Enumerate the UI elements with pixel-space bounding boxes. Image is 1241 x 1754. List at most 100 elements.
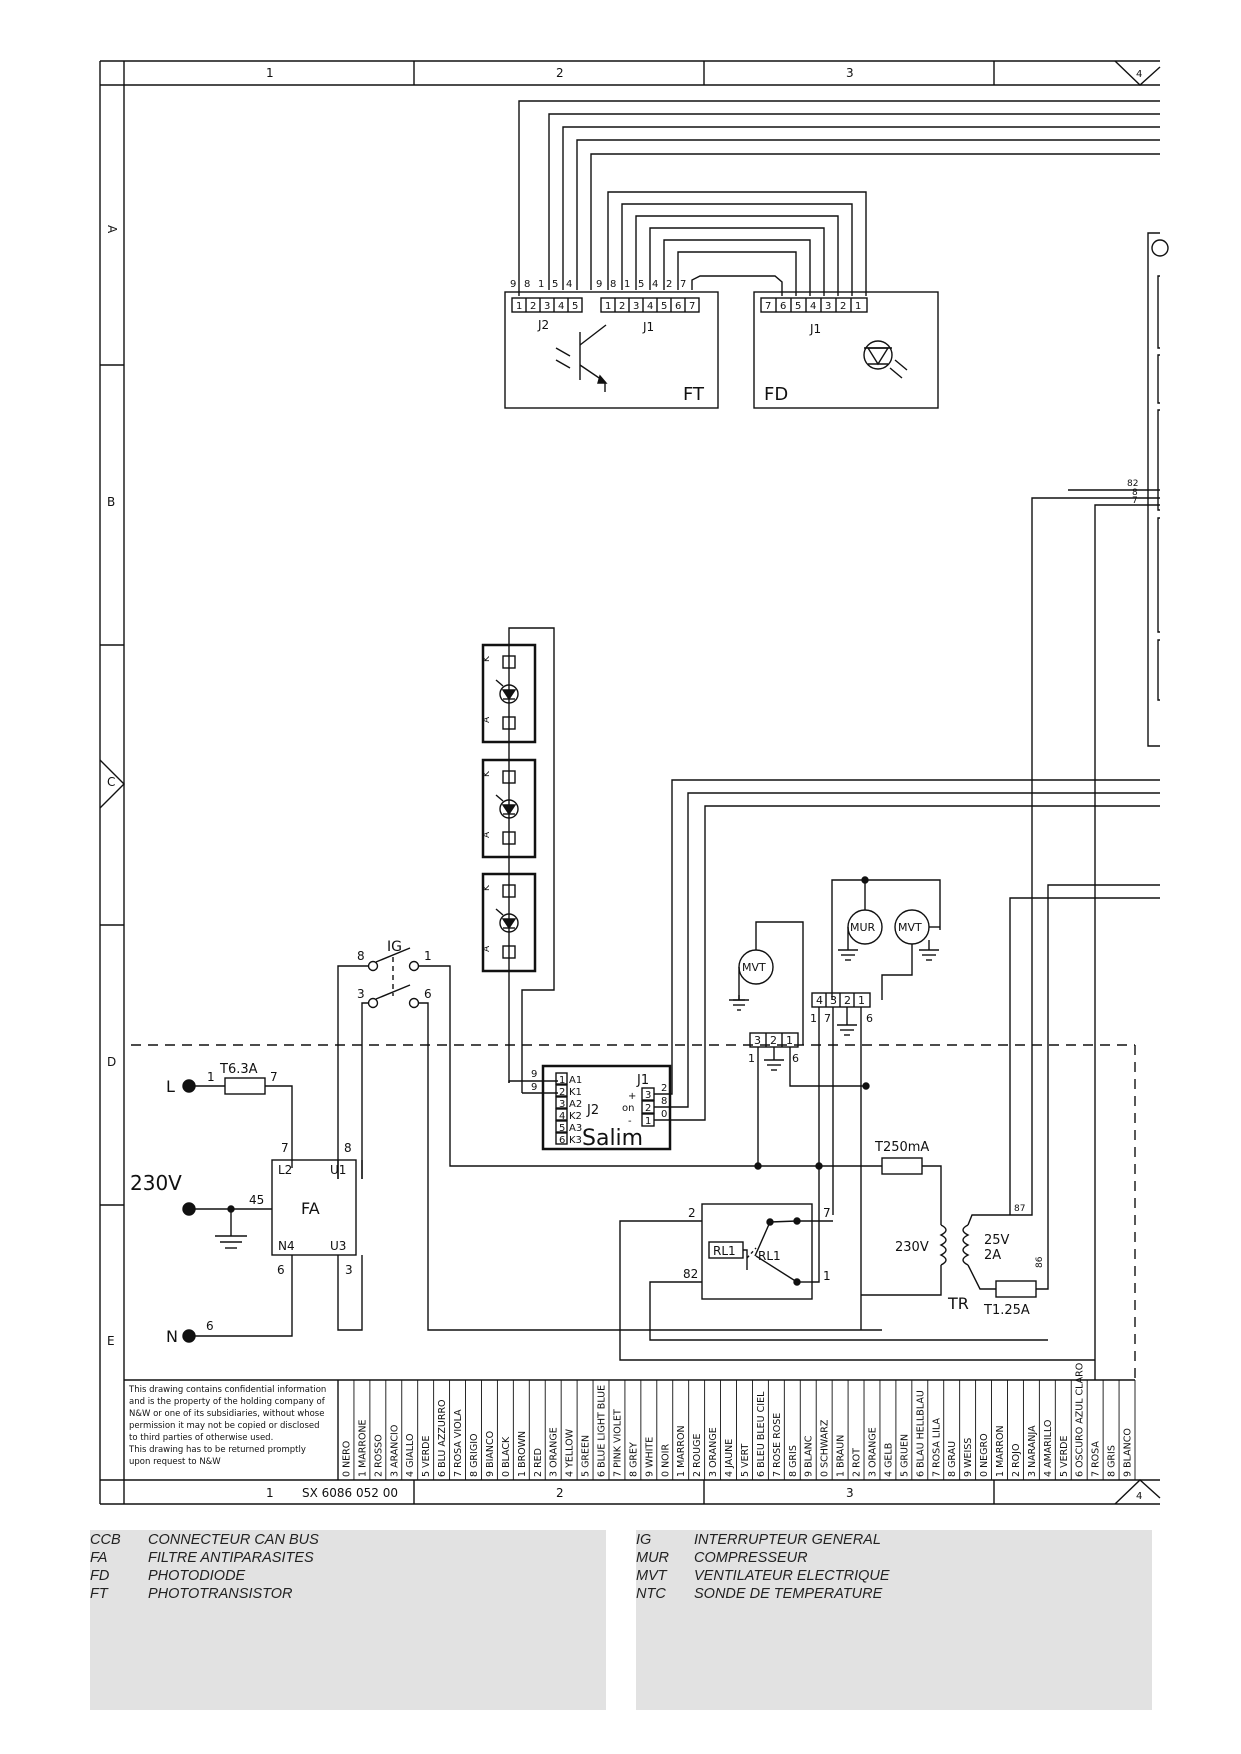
relay-contact-label: RL1 bbox=[758, 1249, 781, 1263]
fa-wire-7: 7 bbox=[281, 1141, 289, 1155]
mur-wire-1: 1 bbox=[810, 1012, 817, 1025]
color-code-entry: 6 BLUE LIGHT BLUE bbox=[597, 1385, 608, 1477]
fuse-t250ma bbox=[881, 1157, 923, 1175]
legend-code: MUR bbox=[636, 1550, 670, 1566]
fa-wire-8: 8 bbox=[344, 1141, 352, 1155]
color-code-entry: 9 BLANC bbox=[804, 1435, 815, 1477]
led-module-1 bbox=[481, 643, 537, 744]
color-code-entry: 2 ROSSO bbox=[373, 1434, 384, 1477]
salim-j2-pin-3: 3 bbox=[559, 1099, 565, 1110]
salim-j2-label: J2 bbox=[586, 1103, 599, 1118]
ft-j1-wire-9: 9 bbox=[596, 279, 602, 290]
tr-wire-86: 86 bbox=[1035, 1256, 1045, 1268]
color-code-entry: 3 ORANGE bbox=[549, 1427, 560, 1477]
mur-wire-7: 7 bbox=[824, 1012, 831, 1025]
notice-text: This drawing contains confidential infor… bbox=[128, 1385, 326, 1467]
color-code-entry: 7 ROSE ROSE bbox=[772, 1413, 783, 1477]
fuse-main-label: T6.3A bbox=[219, 1062, 258, 1077]
color-code-entry: 5 VERDE bbox=[421, 1436, 432, 1477]
row-label-d: D bbox=[107, 1055, 116, 1069]
fd-pin-3: 3 bbox=[825, 301, 831, 312]
supply-l-label: L bbox=[166, 1077, 175, 1096]
ft-j1-wire-5: 5 bbox=[638, 279, 644, 290]
fuse-main-wire-in: 1 bbox=[207, 1070, 215, 1084]
ft-label: FT bbox=[683, 384, 705, 405]
salim-j2-name-a2: A2 bbox=[569, 1099, 582, 1110]
legend-desc: INTERRUPTEUR GENERAL bbox=[694, 1532, 881, 1548]
salim-j1-pin-1: 1 bbox=[645, 1116, 651, 1127]
legend-desc: COMPRESSEUR bbox=[694, 1550, 808, 1566]
ft-j1-pin-5: 5 bbox=[661, 301, 667, 312]
salim-j1-pin-2: 2 bbox=[645, 1103, 651, 1114]
salim-j2-pin-2: 2 bbox=[559, 1087, 565, 1098]
color-code-entry: 2 ROT bbox=[852, 1448, 863, 1477]
salim-j2-name-k3: K3 bbox=[569, 1135, 582, 1146]
color-code-entry: 5 GRUEN bbox=[899, 1434, 910, 1477]
mur-wire-6: 6 bbox=[866, 1012, 873, 1025]
relay-wire-2: 2 bbox=[688, 1206, 696, 1220]
color-code-entry: 0 NERO bbox=[341, 1441, 352, 1477]
fd-pin-2: 2 bbox=[840, 301, 846, 312]
notice-line-2: and is the property of the holding compa… bbox=[129, 1397, 326, 1407]
fa-wire-3: 3 bbox=[345, 1263, 353, 1277]
ig-terminal-8: 8 bbox=[357, 949, 365, 963]
notice-line-3: N&W or one of its subsidiaries, without … bbox=[129, 1409, 324, 1419]
color-code-entry: 0 BLACK bbox=[501, 1436, 512, 1477]
salim-j2-name-a1: A1 bbox=[569, 1075, 582, 1086]
color-code-entry: 1 MARRONE bbox=[357, 1419, 368, 1477]
color-code-entry: 7 ROSA LILA bbox=[931, 1418, 942, 1477]
color-code-entry: 9 BLANCO bbox=[1123, 1428, 1134, 1477]
salim-j1-label: J1 bbox=[636, 1073, 649, 1088]
mvt-left-conn-3: 3 bbox=[754, 1034, 761, 1047]
fd-pin-5: 5 bbox=[795, 301, 801, 312]
fa-n4: N4 bbox=[278, 1239, 295, 1253]
salim-j2-pin-4: 4 bbox=[559, 1111, 565, 1122]
color-code-entry: 6 BLAU HELLBLAU bbox=[915, 1390, 926, 1477]
ft-j1-wire-1: 1 bbox=[624, 279, 630, 290]
color-code-entry: 2 RED bbox=[533, 1448, 544, 1477]
color-code-entry: 6 BLEU BLEU CIEL bbox=[756, 1391, 767, 1477]
color-code-entry: 4 JAUNE bbox=[724, 1439, 735, 1477]
color-code-entry: 0 NOIR bbox=[660, 1444, 671, 1477]
led1-a-label: A bbox=[482, 716, 492, 723]
salim-label: Salim bbox=[582, 1126, 643, 1151]
ft-j2-pin-4: 4 bbox=[558, 301, 564, 312]
mvt-right-label: MVT bbox=[898, 921, 922, 934]
transformer-section bbox=[754, 760, 1160, 1298]
edge-wire-7: 7 bbox=[1132, 496, 1138, 506]
edge-wire-82: 82 bbox=[1127, 479, 1138, 489]
color-code-entry: 8 GRIS bbox=[1107, 1445, 1118, 1477]
col-label-bottom-3: 3 bbox=[846, 1486, 854, 1500]
drawing-number: SX 6086 052 00 bbox=[302, 1486, 398, 1500]
ft-j1-pin-6: 6 bbox=[675, 301, 681, 312]
ft-j2-wire-4: 4 bbox=[566, 279, 572, 290]
led3-k-label: K bbox=[482, 884, 492, 891]
drawing-frame bbox=[99, 60, 1161, 1505]
color-code-entry: 3 ORANGE bbox=[867, 1427, 878, 1477]
color-code-entry: 2 ROUGE bbox=[692, 1434, 703, 1477]
relay-coil-label: RL1 bbox=[713, 1244, 736, 1258]
color-code-entry: 4 GIALLO bbox=[405, 1434, 416, 1477]
ft-j1-pin-7: 7 bbox=[689, 301, 695, 312]
led2-k-label: K bbox=[482, 770, 492, 777]
top-bus-wires bbox=[518, 100, 1160, 296]
fd-pin-4: 4 bbox=[810, 301, 816, 312]
notice-line-1: This drawing contains confidential infor… bbox=[128, 1385, 326, 1395]
notice-line-4: permission it may not be copied or discl… bbox=[129, 1421, 320, 1431]
salim-board bbox=[508, 779, 1160, 1151]
ft-j2-pin-1: 1 bbox=[516, 301, 522, 312]
ft-j2-pin-3: 3 bbox=[544, 301, 550, 312]
fd-j1-label: J1 bbox=[809, 322, 821, 336]
photodiode-fd bbox=[753, 291, 939, 409]
ft-j1-connector bbox=[600, 297, 700, 313]
fd-pin-6: 6 bbox=[780, 301, 786, 312]
legend-desc: CONNECTEUR CAN BUS bbox=[148, 1532, 319, 1548]
legend-code: IG bbox=[636, 1532, 652, 1548]
color-code-entry: 9 BIANCO bbox=[485, 1431, 496, 1477]
row-label-a: A bbox=[105, 225, 119, 234]
legend-code: MVT bbox=[636, 1568, 667, 1584]
legend-right: IG INTERRUPTEUR GENERAL MUR COMPRESSEUR … bbox=[636, 1530, 1152, 1710]
ft-j2-pin-2: 2 bbox=[530, 301, 536, 312]
relay-rl1 bbox=[619, 1166, 1095, 1361]
ig-terminal-3: 3 bbox=[357, 987, 365, 1001]
